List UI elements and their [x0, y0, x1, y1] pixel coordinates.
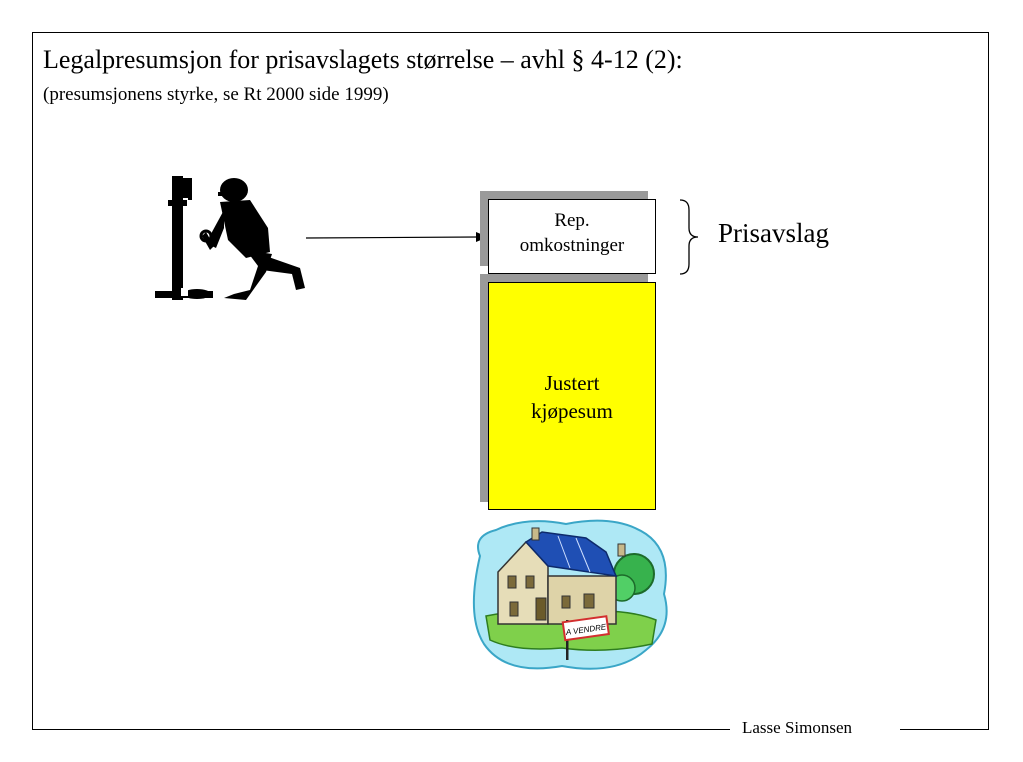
repairman-clipart [155, 176, 305, 300]
repair-costs-line1: Rep. [554, 210, 590, 231]
adjusted-price-line2: kjøpesum [531, 399, 613, 423]
footer-rule-left [32, 729, 730, 730]
adjusted-price-box: Justert kjøpesum [488, 282, 656, 510]
slide-subtitle: (presumsjonens styrke, se Rt 2000 side 1… [43, 84, 389, 105]
curly-brace [679, 199, 699, 275]
house-clipart: A VENDRE [472, 519, 668, 670]
price-reduction-label: Prisavslag [718, 218, 829, 248]
footer-author: Lasse Simonsen [742, 718, 853, 737]
repair-costs-line2: omkostninger [519, 235, 625, 256]
slide-title: Legalpresumsjon for prisavslagets større… [43, 45, 683, 74]
adjusted-price-line1: Justert [544, 371, 600, 395]
repair-costs-box: Rep. omkostninger [488, 199, 656, 274]
slide-frame [32, 32, 989, 729]
arrow [305, 232, 488, 242]
footer-rule-right [900, 729, 989, 730]
